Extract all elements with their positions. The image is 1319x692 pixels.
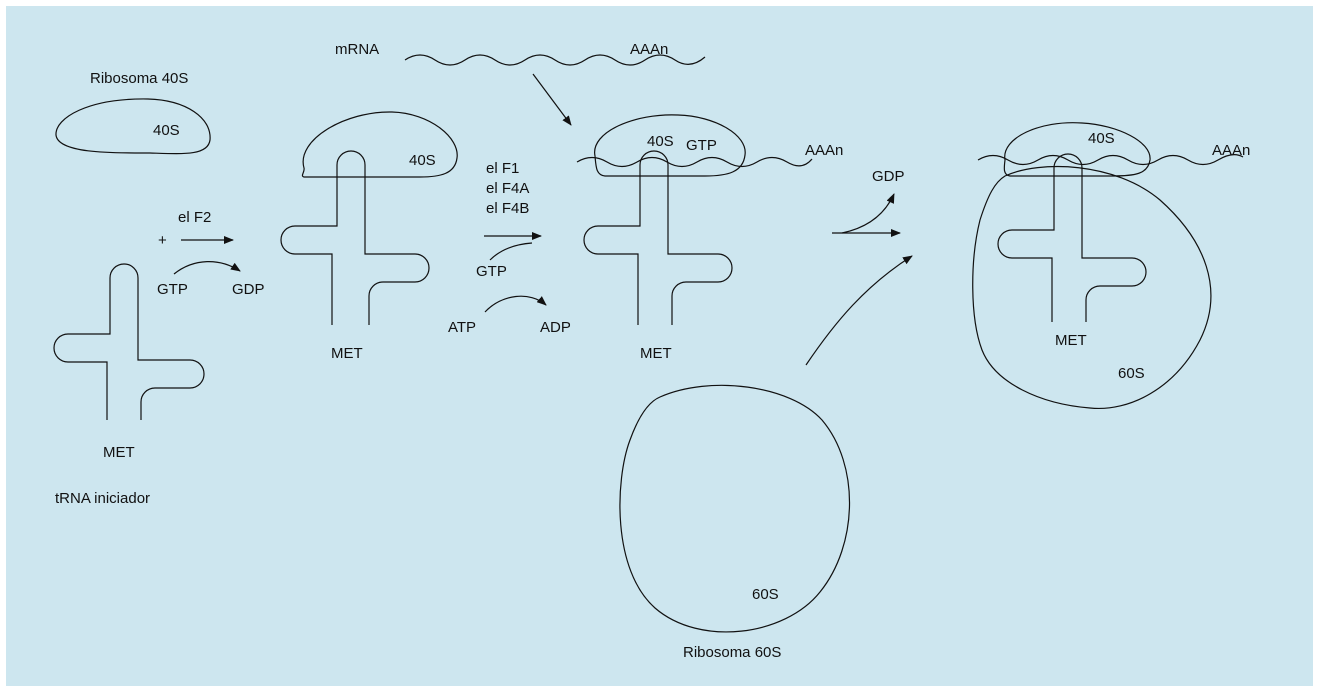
label-40s-final: 40S (1088, 130, 1115, 147)
label-eif1: el F1 (486, 160, 519, 177)
label-eif4b: el F4B (486, 200, 529, 217)
label-40s-stage3: 40S (647, 133, 674, 150)
label-trna-initiator: tRNA iniciador (55, 490, 150, 507)
label-gtp-1: GTP (157, 281, 188, 298)
label-polya-1: AAAn (630, 41, 668, 58)
label-met-3: MET (640, 345, 672, 362)
label-ribosome-40s: Ribosoma 40S (90, 70, 188, 87)
label-ribosome-60s: Ribosoma 60S (683, 644, 781, 661)
label-met-2: MET (331, 345, 363, 362)
label-40s-stage2: 40S (409, 152, 436, 169)
label-mrna: mRNA (335, 41, 379, 58)
label-adp: ADP (540, 319, 571, 336)
label-gtp-on-40s: GTP (686, 137, 717, 154)
label-60s-final: 60S (1118, 365, 1145, 382)
label-met-4: MET (1055, 332, 1087, 349)
label-plus: + (158, 232, 167, 249)
label-gdp-2: GDP (872, 168, 905, 185)
label-polya-2: AAAn (805, 142, 843, 159)
label-atp: ATP (448, 319, 476, 336)
label-eif4a: el F4A (486, 180, 529, 197)
label-met-1: MET (103, 444, 135, 461)
label-gdp-1: GDP (232, 281, 265, 298)
label-eif2: el F2 (178, 209, 211, 226)
label-60s-free: 60S (752, 586, 779, 603)
label-gtp-2: GTP (476, 263, 507, 280)
label-40s-free: 40S (153, 122, 180, 139)
label-polya-3: AAAn (1212, 142, 1250, 159)
